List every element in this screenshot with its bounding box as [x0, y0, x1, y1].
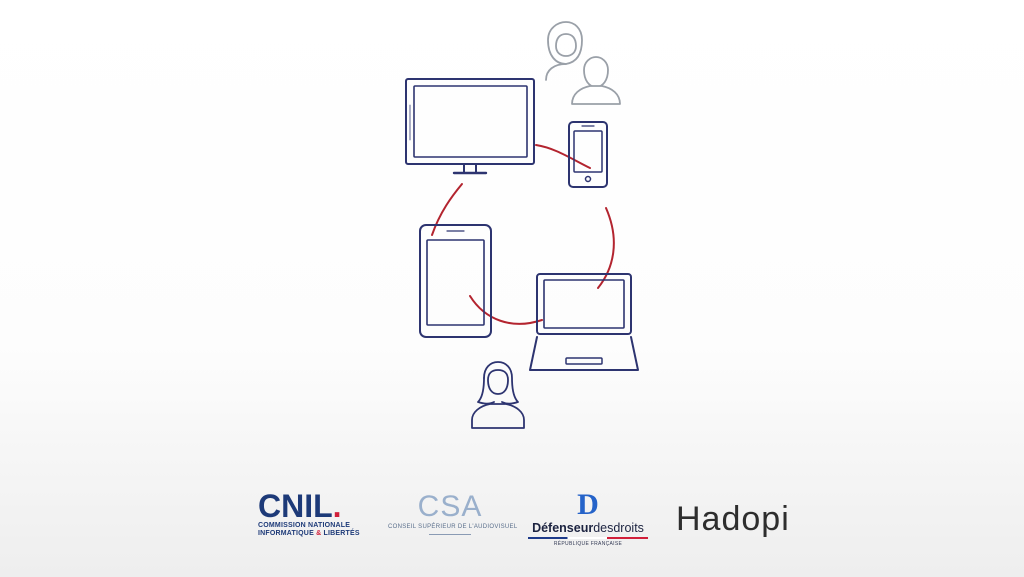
cnil-line-1: COMMISSION NATIONALE: [258, 522, 351, 529]
cnil-logo: CNIL. COMMISSION NATIONALE INFORMATIQUE …: [258, 488, 360, 538]
couple-avatar-icon: [545, 21, 621, 105]
defenseur-republic: RÉPUBLIQUE FRANÇAISE: [553, 541, 623, 547]
hadopi-logo: Hadopi: [676, 500, 790, 538]
csa-tagline: CONSEIL SUPÉRIEUR DE L'AUDIOVISUEL: [388, 524, 518, 530]
defenseur-name-rest: desdroits: [593, 521, 644, 535]
csa-logo: CSA CONSEIL SUPÉRIEUR DE L'AUDIOVISUEL: [388, 490, 518, 535]
connector-lines: [431, 144, 615, 325]
connector-phone-laptop: [597, 207, 615, 289]
connector-tablet-monitor: [431, 183, 463, 236]
cnil-ampersand: &: [316, 530, 322, 537]
devices-illustration: [405, 21, 639, 429]
cnil-name: CNIL: [258, 488, 333, 524]
defenseur-mark: D: [577, 488, 599, 521]
csa-underline: [429, 534, 471, 535]
smartphone-icon: [568, 121, 608, 188]
tablet-icon: [419, 224, 492, 338]
woman-hijab-avatar-icon: [545, 21, 583, 81]
cnil-line-2-pre: INFORMATIQUE: [258, 530, 317, 537]
french-flag-stripe: [528, 537, 648, 539]
connector-monitor-phone: [535, 144, 591, 169]
cnil-dot: .: [332, 488, 342, 524]
defenseur-name-bold: Défenseur: [532, 521, 594, 535]
defenseur-des-droits-logo: D Défenseurdesdroits RÉPUBLIQUE FRANÇAIS…: [528, 490, 648, 547]
cnil-line-2-post: LIBERTÉS: [321, 530, 360, 537]
csa-name: CSA: [417, 490, 483, 523]
man-avatar-icon: [571, 56, 621, 105]
connector-laptop-tablet: [469, 295, 543, 325]
woman-avatar-icon: [471, 361, 525, 429]
monitor-icon: [405, 78, 535, 175]
laptop-icon: [529, 273, 639, 371]
